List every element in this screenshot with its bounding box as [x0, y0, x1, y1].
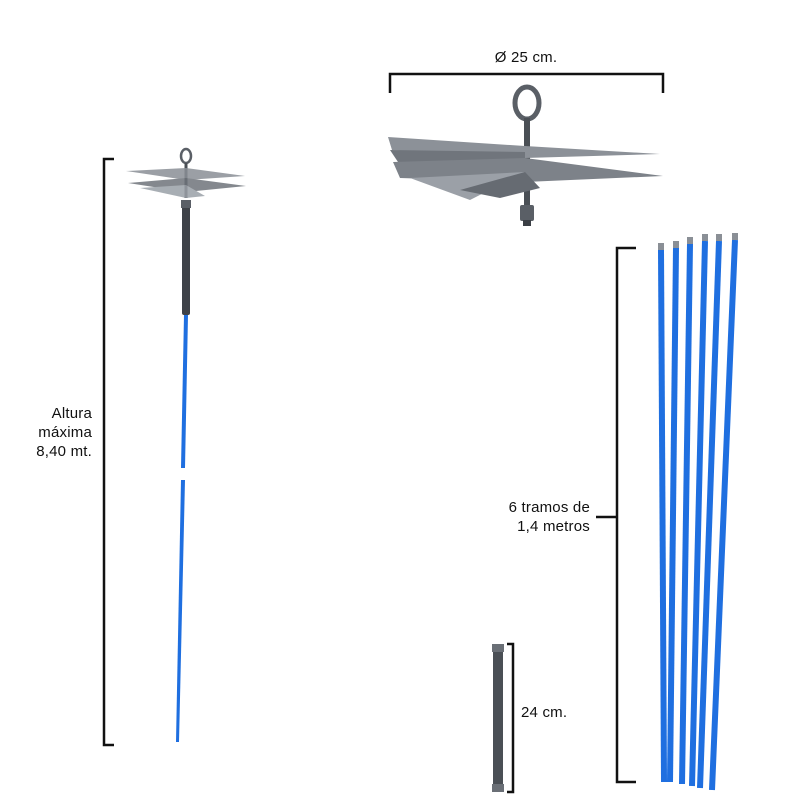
sections-label-line-2: 1,4 metros	[517, 518, 590, 535]
diameter-bracket	[388, 72, 665, 93]
brush-bristles-small	[126, 168, 246, 198]
sections-bracket	[596, 246, 636, 784]
adapter-bracket	[507, 642, 515, 794]
height-label-line-1: Altura	[51, 405, 92, 422]
rod-section-4	[689, 234, 708, 787]
rod-section-2	[667, 241, 679, 783]
height-label-line-3: 8,40 mt.	[36, 443, 92, 460]
rod-section-1	[658, 243, 667, 783]
adapter-length-label: 24 cm.	[521, 704, 568, 721]
rod-section-6	[709, 233, 738, 791]
height-label: Altura máxima 8,40 mt.	[0, 404, 92, 461]
sections-label: 6 tramos de 1,4 metros	[450, 498, 590, 536]
rod-section-5	[697, 234, 722, 789]
diameter-label: Ø 25 cm.	[494, 49, 558, 66]
brush-bristles-large	[388, 137, 663, 200]
height-bracket	[102, 157, 114, 747]
sections-label-line-1: 6 tramos de	[508, 499, 590, 516]
height-label-line-2: máxima	[38, 424, 92, 441]
rod-section-3	[679, 237, 693, 785]
